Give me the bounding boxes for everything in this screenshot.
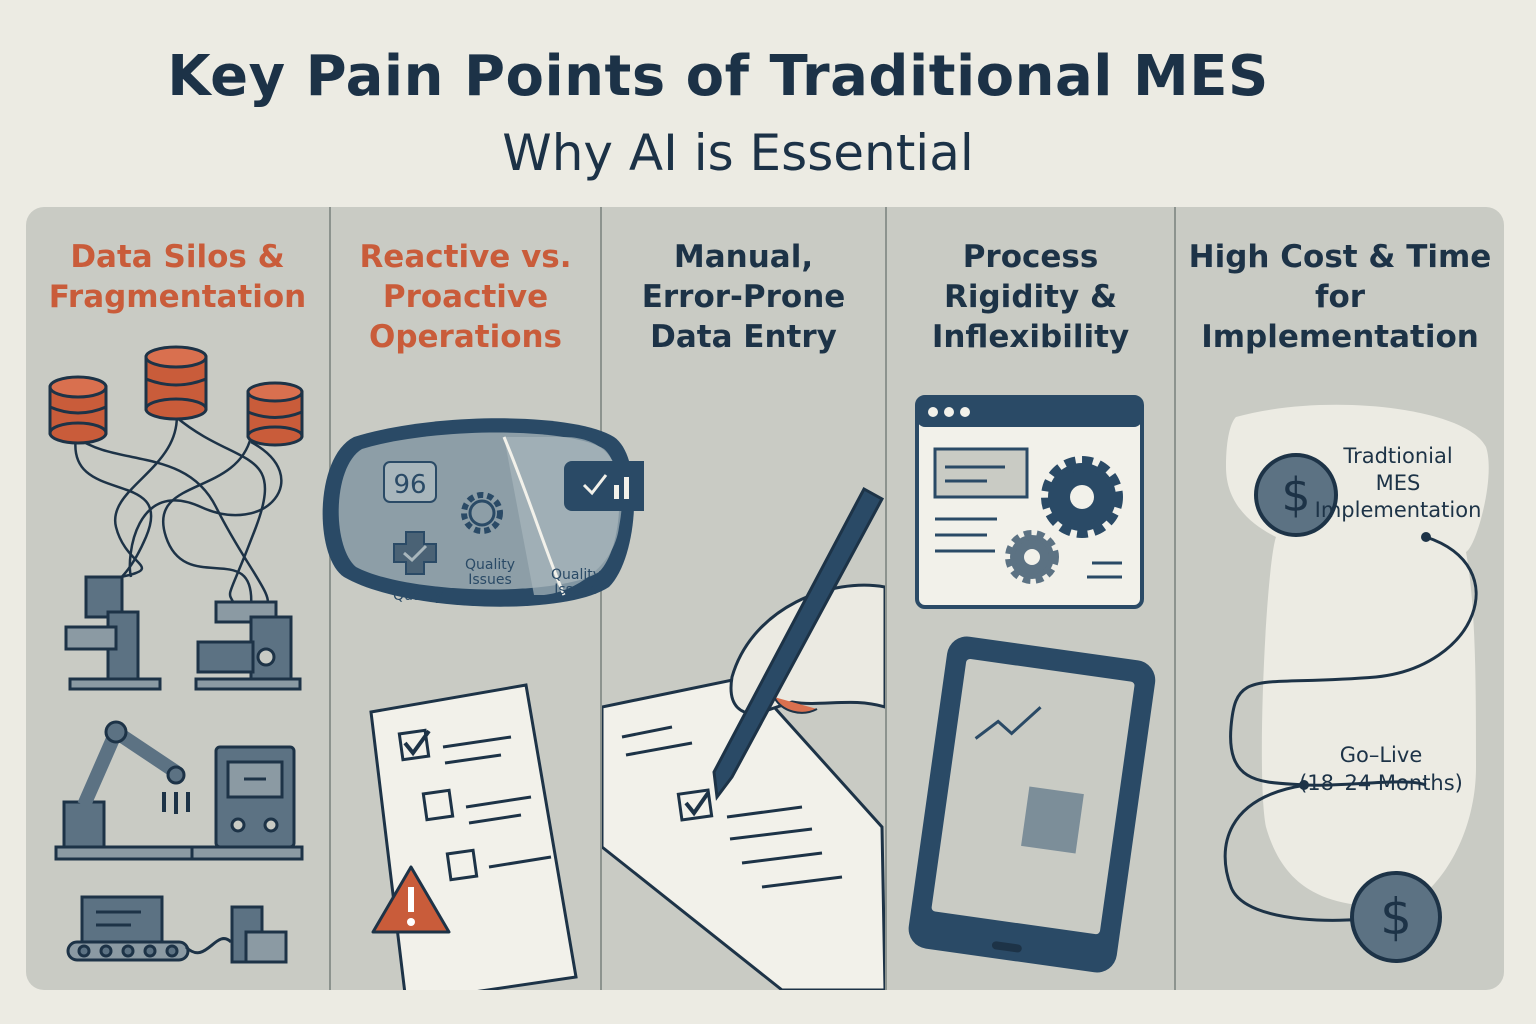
hand-with-pen-icon bbox=[712, 486, 885, 801]
machine-icon bbox=[64, 575, 162, 691]
dollar-coin-icon: $ bbox=[1350, 871, 1442, 963]
svg-text:(18–24 Months): (18–24 Months) bbox=[1299, 771, 1463, 795]
gauge-icon bbox=[383, 461, 437, 503]
column-divider bbox=[885, 207, 887, 990]
database-icon bbox=[48, 375, 108, 445]
svg-text:$: $ bbox=[1281, 468, 1310, 522]
page-title: Key Pain Points of Traditional MES bbox=[167, 44, 1269, 109]
svg-text:Quality: Quality bbox=[393, 588, 443, 604]
pain-points-panel: Data Silos & Fragmentation bbox=[26, 207, 1504, 990]
svg-text:Quality: Quality bbox=[465, 557, 515, 573]
svg-text:Go–Live: Go–Live bbox=[1340, 743, 1423, 767]
cost-timeline-illustration: $ $ Tradtionial MES Implementation Go–Li… bbox=[1223, 404, 1489, 963]
column-divider bbox=[1174, 207, 1176, 990]
column-process-rigidity: Process Rigidity & Inflexibility bbox=[887, 207, 1174, 990]
column-data-silos: Data Silos & Fragmentation bbox=[26, 207, 329, 990]
quality-badge-icon bbox=[393, 531, 437, 575]
conveyor-icon bbox=[66, 895, 288, 964]
svg-text:Issues: Issues bbox=[554, 582, 598, 598]
svg-text:Tradtionial: Tradtionial bbox=[1342, 444, 1452, 468]
column-heading: Process Rigidity & Inflexibility bbox=[931, 239, 1130, 355]
svg-text:Quality: Quality bbox=[551, 567, 601, 583]
control-cabinet-icon bbox=[190, 745, 304, 861]
column-divider bbox=[600, 207, 602, 990]
rearview-mirror-illustration: 96 Quality Quality Issues Quality Issues bbox=[322, 418, 644, 607]
dollar-coin-icon: $ bbox=[1254, 453, 1338, 537]
warning-icon bbox=[371, 865, 451, 934]
column-reactive-operations: Reactive vs. Proactive Operations bbox=[331, 207, 600, 990]
machine-icon bbox=[194, 600, 302, 691]
column-heading: Data Silos & Fragmentation bbox=[48, 239, 307, 315]
gear-icon bbox=[461, 492, 503, 534]
column-cost-and-time: High Cost & Time for Implementation $ $ … bbox=[1176, 207, 1504, 990]
process-rigidity-illustration bbox=[908, 395, 1156, 973]
page-subtitle: Why AI is Essential bbox=[502, 124, 974, 182]
column-heading: High Cost & Time for Implementation bbox=[1188, 239, 1492, 355]
tablet-icon bbox=[908, 636, 1156, 973]
column-heading: Manual, Error-Prone Data Entry bbox=[641, 239, 846, 355]
timeline-path bbox=[1223, 535, 1478, 922]
dashboard-display-icon bbox=[564, 461, 644, 511]
svg-text:Implementation: Implementation bbox=[1315, 498, 1482, 522]
checklist-icon bbox=[369, 683, 578, 990]
robot-arm-icon bbox=[54, 720, 208, 861]
column-manual-entry: Manual, Error-Prone Data Entry bbox=[602, 207, 885, 990]
column-divider bbox=[329, 207, 331, 990]
reactive-illustration bbox=[369, 683, 578, 990]
database-icon bbox=[246, 381, 304, 447]
svg-text:MES: MES bbox=[1376, 471, 1421, 495]
gear-icon bbox=[1041, 456, 1123, 538]
gear-icon bbox=[1005, 530, 1059, 584]
svg-text:$: $ bbox=[1380, 888, 1412, 946]
svg-text:96: 96 bbox=[393, 470, 426, 500]
column-heading: Reactive vs. Proactive Operations bbox=[359, 239, 572, 355]
browser-window-icon bbox=[915, 395, 1144, 609]
svg-text:Issues: Issues bbox=[468, 572, 512, 588]
manual-entry-illustration bbox=[602, 486, 885, 990]
database-icon bbox=[144, 345, 208, 421]
data-silos-illustration bbox=[48, 345, 304, 964]
